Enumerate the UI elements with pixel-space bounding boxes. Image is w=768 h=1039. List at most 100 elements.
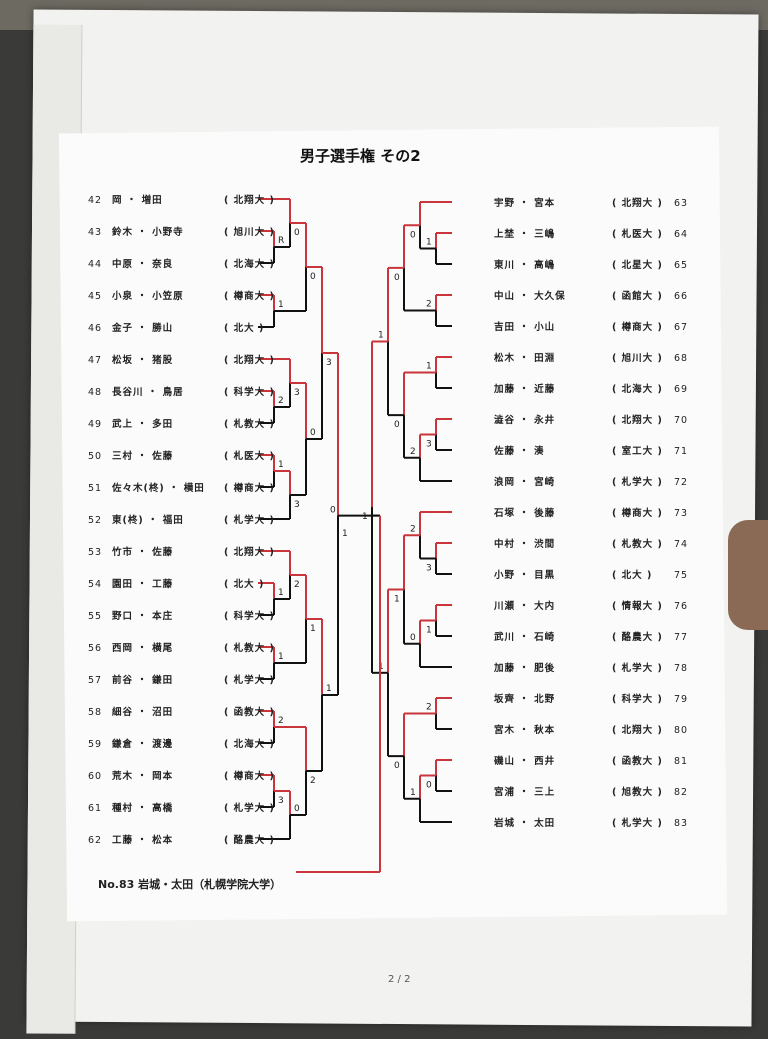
entry-number: 83 [674, 818, 689, 829]
entry-pair: 東(柊) ・ 福田 [112, 515, 184, 526]
match-score: 1 [426, 362, 432, 372]
entry-row: 磯山 ・ 西井( 函教大 )81 [494, 753, 698, 767]
match-score: 0 [394, 273, 400, 283]
entry-school: ( 北大 ) [224, 579, 265, 590]
match-score: 1 [278, 460, 284, 470]
entry-school: ( 札学大 ) [612, 663, 663, 674]
entry-school: ( 函教大 ) [224, 707, 275, 718]
entry-pair: 中原 ・ 奈良 [112, 259, 174, 270]
match-score: R [278, 236, 284, 246]
entry-school: ( 北海大 ) [224, 259, 275, 270]
entry-school: ( 北星大 ) [612, 260, 663, 271]
entry-pair: 武上 ・ 多田 [112, 419, 174, 430]
entry-pair: 吉田 ・ 小山 [494, 322, 556, 333]
entry-pair: 佐々木(柊) ・ 横田 [112, 483, 205, 494]
entry-number: 71 [674, 446, 689, 457]
entry-pair: 工藤 ・ 松本 [112, 835, 174, 846]
entry-pair: 鈴木 ・ 小野寺 [112, 227, 184, 238]
entry-school: ( 札教大 ) [224, 643, 275, 654]
entry-row: 川瀬 ・ 大内( 情報大 )76 [494, 598, 698, 612]
match-score: 2 [278, 716, 284, 726]
entry-pair: 長谷川 ・ 鳥居 [112, 387, 184, 398]
entry-row: 宮浦 ・ 三上( 旭教大 )82 [494, 784, 698, 798]
match-score: 1 [310, 624, 316, 634]
entry-pair: 園田 ・ 工藤 [112, 579, 174, 590]
match-score: 3 [294, 388, 300, 398]
match-score: 1 [278, 588, 284, 598]
match-score: 2 [426, 703, 432, 713]
entry-number: 81 [674, 756, 689, 767]
entry-row: 浪岡 ・ 宮崎( 札学大 )72 [494, 474, 698, 488]
entry-number: 73 [674, 508, 689, 519]
entry-school: ( 札学大 ) [224, 515, 275, 526]
entry-school: ( 北海大 ) [224, 739, 275, 750]
entry-pair: 宮木 ・ 秋本 [494, 725, 556, 736]
match-score: 2 [310, 776, 316, 786]
entry-pair: 上埜 ・ 三嶋 [494, 229, 556, 240]
seed-note: No.83 岩城・太田（札幌学院大学） [98, 878, 282, 891]
entry-school: ( 旭川大 ) [612, 353, 663, 364]
entry-pair: 坂齊 ・ 北野 [494, 694, 556, 705]
match-score: 1 [342, 529, 348, 539]
entry-number: 56 [88, 643, 103, 654]
entry-row: 佐藤 ・ 湊 ( 室工大 ) 71 [494, 443, 698, 457]
entry-school: ( 札学大 ) [612, 477, 663, 488]
entry-school: ( 情報大 ) [612, 601, 663, 612]
match-score: 2 [410, 524, 416, 534]
entry-pair: 加藤 ・ 肥後 [494, 663, 556, 674]
entry-school: ( 科学大 ) [612, 694, 663, 705]
match-score: 1 [378, 331, 384, 341]
match-score: 0 [394, 761, 400, 771]
match-score: 0 [394, 420, 400, 430]
entry-row: 宮木 ・ 秋本( 北翔大 )80 [494, 722, 698, 736]
entry-pair: 石塚 ・ 後藤 [494, 508, 556, 519]
match-score: 3 [294, 500, 300, 510]
entry-pair: 中山 ・ 大久保 [494, 291, 566, 302]
match-score: 0 [310, 272, 316, 282]
entry-number: 78 [674, 663, 689, 674]
entry-pair: 武川 ・ 石崎 [494, 632, 556, 643]
entry-number: 76 [674, 601, 689, 612]
entry-number: 51 [88, 483, 103, 494]
match-score: 1 [326, 684, 332, 694]
entry-school: ( 室工大 ) [612, 446, 663, 457]
entry-pair: 佐藤 ・ 湊 [494, 446, 545, 457]
entry-number: 57 [88, 675, 103, 686]
entry-number: 42 [88, 195, 103, 206]
entry-school: ( 函館大 ) [612, 291, 663, 302]
entry-pair: 宮浦 ・ 三上 [494, 787, 556, 798]
entry-school: ( 函教大 ) [612, 756, 663, 767]
entry-number: 48 [88, 387, 103, 398]
entry-school: ( 旭教大 ) [612, 787, 663, 798]
entry-pair: 小野 ・ 目黒 [494, 570, 556, 581]
entry-number: 74 [674, 539, 689, 550]
entry-school: ( 北翔大 ) [224, 547, 275, 558]
entry-row: 中山 ・ 大久保( 函館大 )66 [494, 288, 698, 302]
entry-row: 中村 ・ 渋間( 札教大 )74 [494, 536, 698, 550]
entry-pair: 荒木 ・ 岡本 [112, 771, 174, 782]
entry-row: 松木 ・ 田淵( 旭川大 )68 [494, 350, 698, 364]
entry-school: ( 酪農大 ) [224, 835, 275, 846]
entry-pair: 中村 ・ 渋間 [494, 539, 556, 550]
entry-pair: 東川 ・ 高嶋 [494, 260, 556, 271]
entry-school: ( 樽商大 ) [224, 771, 275, 782]
entry-row: 上埜 ・ 三嶋( 札医大 )64 [494, 226, 698, 240]
match-score: 0 [410, 633, 416, 643]
entry-number: 65 [674, 260, 689, 271]
entry-school: ( 酪農大 ) [612, 632, 663, 643]
entry-number: 80 [674, 725, 689, 736]
entry-school: ( 樽商大 ) [224, 291, 275, 302]
entry-school: ( 札学大 ) [612, 818, 663, 829]
entry-pair: 三村 ・ 佐藤 [112, 451, 174, 462]
entry-number: 43 [88, 227, 103, 238]
entry-pair: 鎌倉 ・ 渡邊 [112, 739, 174, 750]
